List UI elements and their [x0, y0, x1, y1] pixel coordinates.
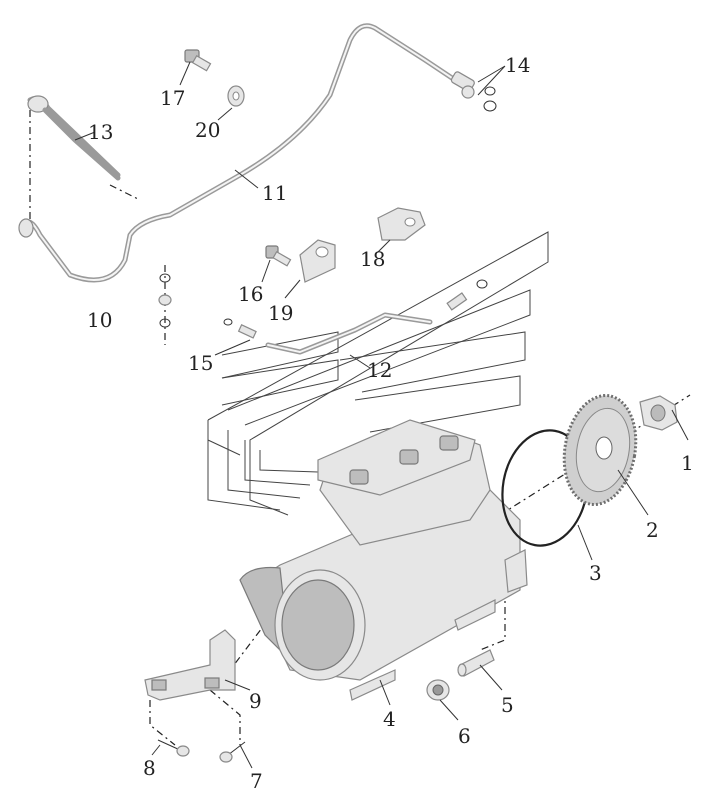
part-5-sleeve: [457, 649, 495, 677]
part-1-nut: [639, 395, 678, 431]
label-part-10: 10: [87, 308, 112, 332]
label-part-1: 1: [681, 451, 694, 475]
label-part-13: 13: [88, 120, 113, 144]
part-4-compressor-body: [239, 419, 528, 701]
part-labels: 1 2 3 4 5 6 7 8 9 10 11 12 13 14 15 16 1…: [87, 53, 694, 793]
label-part-11: 11: [262, 181, 287, 205]
label-part-19: 19: [268, 301, 293, 325]
label-part-4: 4: [383, 707, 396, 731]
part-20-washer: [227, 85, 245, 107]
leader-lines: [74, 61, 689, 769]
label-part-2: 2: [646, 518, 659, 542]
label-part-9: 9: [249, 689, 262, 713]
label-part-14: 14: [505, 53, 530, 77]
label-part-3: 3: [589, 561, 602, 585]
label-part-12: 12: [367, 358, 392, 382]
pipe-fitting-top-left: [27, 95, 49, 113]
part-12-pipe: [223, 279, 488, 355]
part-7-bolt: [219, 741, 246, 763]
label-part-17: 17: [160, 86, 185, 110]
label-part-8: 8: [143, 756, 156, 780]
background-outline-frames: [207, 231, 549, 516]
part-6-nut: [426, 679, 450, 701]
part-2-gear: [562, 393, 638, 507]
label-part-6: 6: [458, 724, 471, 748]
part-14-fitting: [450, 65, 506, 112]
part-10-washers: [158, 273, 172, 328]
part-18-clamp: [377, 207, 426, 241]
pipe-fitting-bottom-left: [18, 218, 34, 238]
part-17-bolt: [184, 49, 212, 72]
part-16-bolt: [265, 245, 292, 267]
label-part-15: 15: [188, 351, 213, 375]
label-part-16: 16: [238, 282, 263, 306]
label-part-18: 18: [360, 247, 385, 271]
part-19-clamp: [299, 239, 336, 283]
label-part-20: 20: [195, 118, 220, 142]
label-part-5: 5: [501, 693, 514, 717]
pipe-assembly-10-11: [18, 23, 461, 283]
label-part-7: 7: [250, 769, 263, 793]
part-9-bracket: [144, 629, 236, 701]
part-8-bolt: [157, 739, 190, 757]
